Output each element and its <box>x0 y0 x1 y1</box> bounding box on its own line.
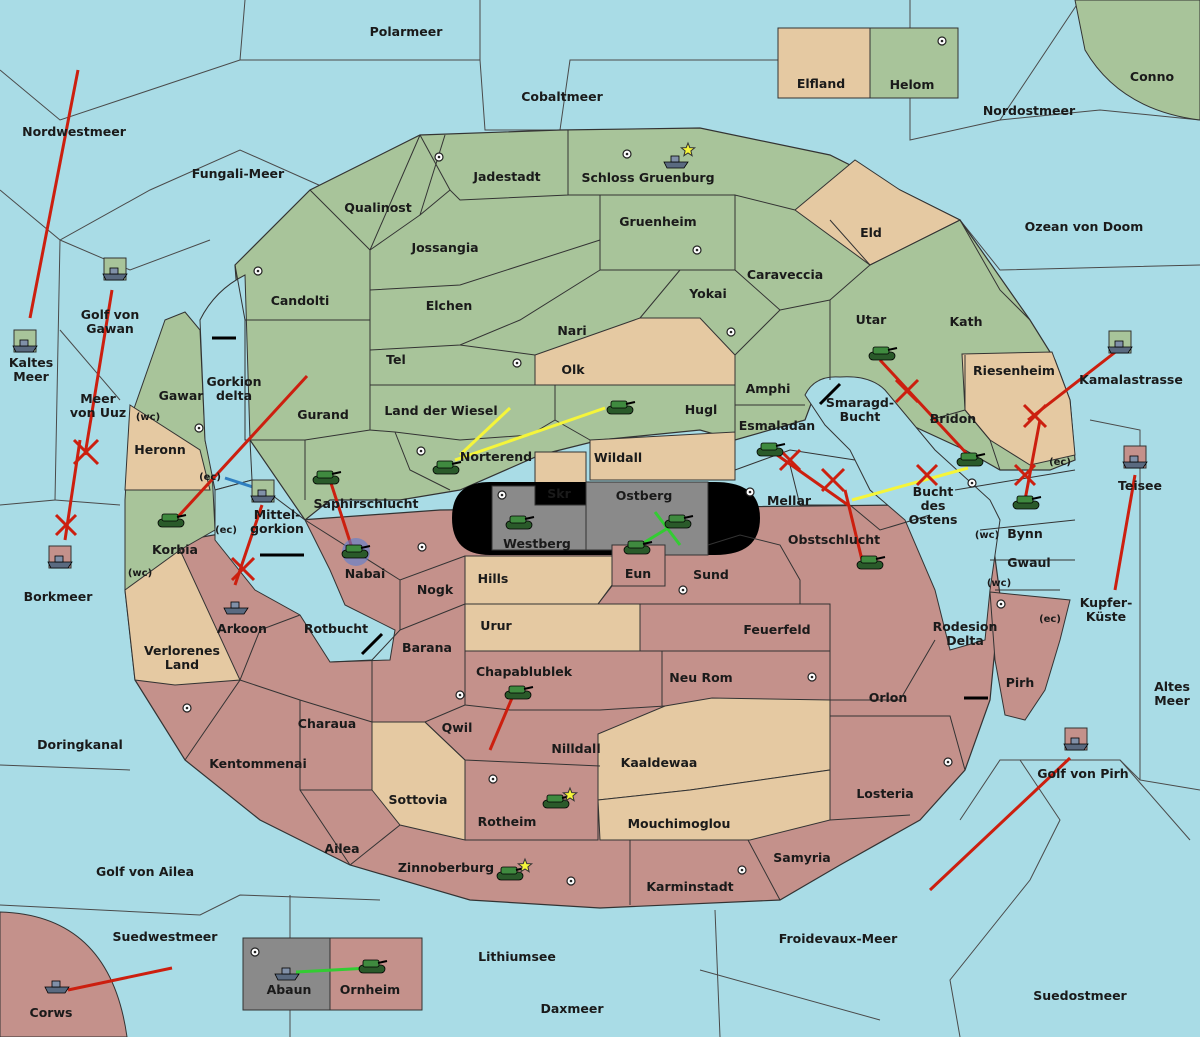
cross-icon <box>1022 403 1048 429</box>
supply-center-dot-icon <box>420 545 424 549</box>
ship-icon[interactable] <box>12 329 38 353</box>
tank-icon[interactable] <box>505 515 535 530</box>
tank-icon[interactable] <box>1012 495 1042 510</box>
star-icon <box>516 857 534 873</box>
ship-icon[interactable] <box>663 155 689 169</box>
tank-icon[interactable] <box>358 959 388 974</box>
supply-center-dot-icon <box>197 426 201 430</box>
supply-center-dot-icon <box>695 248 699 252</box>
supply-center-dot-icon <box>185 706 189 710</box>
ship-icon[interactable] <box>1063 727 1089 751</box>
cross-icon <box>72 438 100 466</box>
supply-center-dot-icon <box>946 760 950 764</box>
supply-center-dot-icon <box>625 152 629 156</box>
cross-icon <box>54 513 78 537</box>
cross-icon <box>820 467 846 493</box>
supply-center-dot-icon <box>437 155 441 159</box>
cross-icon <box>230 556 256 582</box>
units <box>12 141 1148 994</box>
supply-center-dot-icon <box>940 39 944 43</box>
verlorenes-land-territory[interactable] <box>124 549 241 686</box>
supply-center-dot-icon <box>999 602 1003 606</box>
supply-center-dot-icon <box>500 493 504 497</box>
ship-icon[interactable] <box>44 980 70 994</box>
ship-icon[interactable] <box>102 257 128 281</box>
canal-double-arrow-icon <box>818 382 842 406</box>
heronn-territory[interactable] <box>124 404 211 491</box>
ship-icon[interactable] <box>47 545 73 569</box>
cross-icon <box>778 448 802 472</box>
cross-icon <box>1013 463 1037 487</box>
tank-icon[interactable] <box>868 346 898 361</box>
tank-icon[interactable] <box>504 685 534 700</box>
tank-icon[interactable] <box>157 513 187 528</box>
tank-icon[interactable] <box>542 794 572 809</box>
canal-double-arrow-icon <box>360 632 384 656</box>
cross-icon <box>915 463 939 487</box>
ornheim-territory[interactable] <box>329 937 423 1011</box>
supply-center-dot-icon <box>515 361 519 365</box>
supply-center-dot-icon <box>729 330 733 334</box>
supply-center-dot-icon <box>810 675 814 679</box>
mittelgorkion-water <box>214 479 396 663</box>
ship-icon[interactable] <box>250 479 276 503</box>
tank-icon[interactable] <box>664 514 694 529</box>
corws-territory[interactable] <box>0 911 128 1037</box>
supply-center-dot-icon <box>419 449 423 453</box>
supply-center-dot-icon <box>740 868 744 872</box>
supply-center-dot-icon <box>970 481 974 485</box>
supply-center-dot-icon <box>748 490 752 494</box>
star-icon <box>679 141 697 157</box>
star-icon <box>561 786 579 802</box>
tank-icon[interactable] <box>341 544 371 559</box>
supply-center-dot-icon <box>681 588 685 592</box>
ship-icon[interactable] <box>1107 330 1133 354</box>
territory-borders <box>184 130 1076 905</box>
tank-icon[interactable] <box>312 470 342 485</box>
urur-territory[interactable] <box>464 603 641 652</box>
dislodged-markers <box>54 378 1048 582</box>
supply-center-dot-icon <box>458 693 462 697</box>
pirh-territory[interactable] <box>989 591 1071 721</box>
supply-center-dot-icon <box>253 950 257 954</box>
tank-icon[interactable] <box>623 540 653 555</box>
eld-territory[interactable] <box>794 159 962 266</box>
smaragd-water <box>804 376 1001 651</box>
tank-icon[interactable] <box>606 400 636 415</box>
supply-center-dot-icon <box>569 879 573 883</box>
cross-icon <box>894 378 920 404</box>
tank-icon[interactable] <box>756 442 786 457</box>
ship-icon[interactable] <box>274 967 300 981</box>
supply-center-dot-icon <box>491 777 495 781</box>
tank-icon[interactable] <box>496 866 526 881</box>
ship-icon[interactable] <box>223 601 249 615</box>
elfland-territory[interactable] <box>777 27 871 99</box>
supply-centers <box>182 36 1006 957</box>
supply-center-dot-icon <box>256 269 260 273</box>
ship-icon[interactable] <box>1122 445 1148 469</box>
hills-territory[interactable] <box>464 555 613 605</box>
tank-icon[interactable] <box>432 460 462 475</box>
tank-icon[interactable] <box>856 555 886 570</box>
canal-arrows <box>212 336 988 700</box>
wildall-territory[interactable] <box>589 431 736 481</box>
tank-icon[interactable] <box>956 452 986 467</box>
